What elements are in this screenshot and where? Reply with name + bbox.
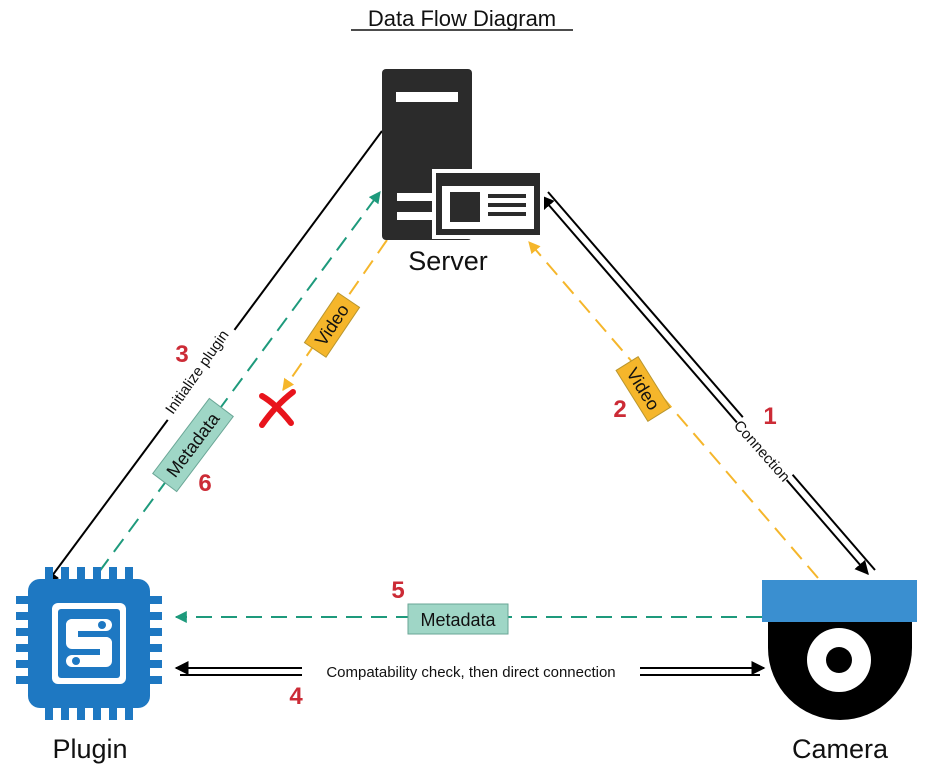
initialize-plugin-label: Initialize plugin — [162, 327, 232, 417]
step-number-2: 2 — [613, 396, 626, 423]
metadata-to-server-tag: Metadata — [152, 397, 234, 493]
video-to-plugin-edge — [282, 239, 388, 391]
metadata-to-plugin-label: Metadata — [420, 610, 496, 630]
camera-label: Camera — [792, 734, 889, 764]
initialize-plugin-label-group: Initialize plugin — [156, 320, 238, 424]
web-window-icon — [432, 169, 544, 239]
plugin-node: Plugin — [16, 567, 162, 764]
camera-node: Camera — [762, 580, 917, 764]
video-to-plugin-tag: Video — [303, 292, 361, 358]
camera-icon — [762, 580, 917, 720]
diagram-title: Data Flow Diagram — [368, 6, 556, 31]
connection-label: Connection — [730, 417, 793, 485]
step-number-6: 6 — [198, 470, 211, 497]
plugin-label: Plugin — [52, 734, 127, 764]
server-node: Server — [382, 69, 544, 276]
step-number-4: 4 — [289, 683, 303, 710]
step-number-3: 3 — [175, 341, 188, 368]
connection-edge — [540, 191, 876, 576]
connection-label-group: Connection — [729, 415, 795, 487]
compatibility-label-bg — [302, 660, 640, 682]
metadata-to-plugin-tag: Metadata — [407, 603, 509, 635]
step-number-5: 5 — [391, 577, 404, 604]
server-label: Server — [408, 246, 488, 276]
blocked-x-icon — [259, 389, 296, 428]
compatibility-label: Compatability check, then direct connect… — [326, 664, 615, 681]
plugin-chip-icon — [16, 567, 162, 720]
metadata-to-server-edge — [98, 191, 381, 573]
step-number-1: 1 — [763, 403, 776, 430]
